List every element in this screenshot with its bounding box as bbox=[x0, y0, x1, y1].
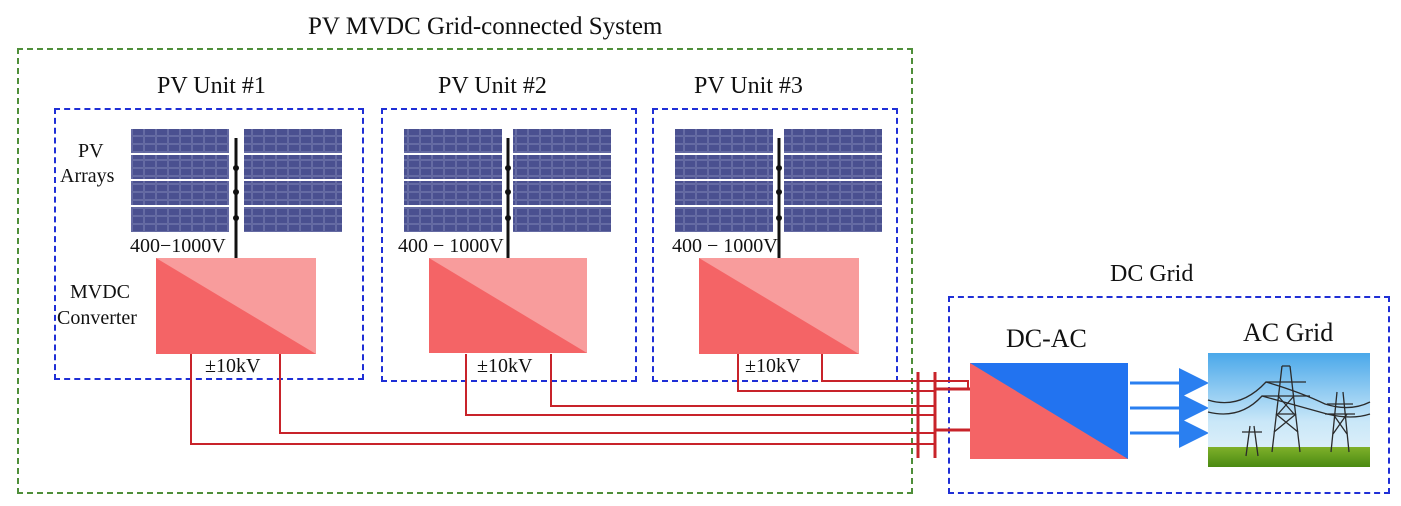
mvdc-converter-unit-1 bbox=[156, 258, 316, 354]
pv-unit-2-array-voltage: 400 − 1000V bbox=[398, 235, 504, 257]
dc-ac-inverter bbox=[970, 363, 1128, 459]
pv-unit-3-output-voltage: ±10kV bbox=[745, 355, 801, 377]
pv-unit-1-output-voltage: ±10kV bbox=[205, 355, 261, 377]
pv-unit-3-box bbox=[652, 108, 898, 382]
dc-ac-label: DC-AC bbox=[1006, 324, 1087, 353]
dc-grid-box bbox=[948, 296, 1390, 494]
pv-array-unit-1 bbox=[131, 129, 342, 258]
mvdc-converter-label-line2: Converter bbox=[57, 307, 137, 329]
pv-unit-2-output-voltage: ±10kV bbox=[477, 355, 533, 377]
pv-arrays-label-line2: Arrays bbox=[60, 165, 115, 187]
pv-system-boundary bbox=[17, 48, 913, 494]
ac-output-arrows bbox=[1130, 368, 1209, 448]
pv-unit-1-label: PV Unit #1 bbox=[157, 73, 266, 99]
pv-array-unit-2 bbox=[404, 129, 611, 258]
ac-grid-image bbox=[1207, 353, 1371, 467]
mvdc-converter-unit-2 bbox=[429, 258, 587, 353]
dc-grid-title: DC Grid bbox=[1110, 261, 1194, 287]
pv-unit-3-array-voltage: 400 − 1000V bbox=[672, 235, 778, 257]
system-title: PV MVDC Grid-connected System bbox=[308, 13, 663, 40]
pv-arrays-label-line1: PV bbox=[78, 140, 104, 162]
pv-unit-1-array-voltage: 400−1000V bbox=[130, 235, 226, 257]
dc-bus-lines bbox=[190, 354, 970, 458]
ac-grid-label: AC Grid bbox=[1243, 318, 1334, 347]
pv-unit-2-box bbox=[381, 108, 637, 382]
mvdc-converter-unit-3 bbox=[699, 258, 859, 354]
mvdc-converter-label-line1: MVDC bbox=[70, 281, 131, 303]
pv-unit-1-box bbox=[54, 108, 364, 380]
pv-array-unit-3 bbox=[675, 129, 882, 258]
pv-unit-2-label: PV Unit #2 bbox=[438, 73, 547, 99]
pv-unit-3-label: PV Unit #3 bbox=[694, 73, 803, 99]
